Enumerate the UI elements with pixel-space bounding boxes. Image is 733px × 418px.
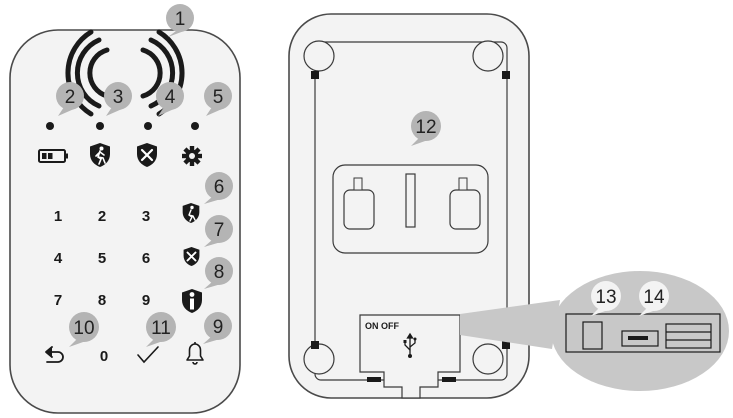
usb-port-detail <box>621 330 659 347</box>
key-1[interactable]: 1 <box>54 208 62 225</box>
battery-slot <box>405 173 416 228</box>
callout-10: 10 <box>69 312 99 347</box>
callout-3: 3 <box>104 82 132 116</box>
back-arrow-icon[interactable] <box>45 346 64 363</box>
screw-hole-top-left <box>303 40 335 72</box>
connector-detail <box>665 323 712 349</box>
battery-compartment <box>332 164 489 254</box>
disarm-key[interactable] <box>183 247 200 266</box>
plate-latches <box>311 71 510 382</box>
usb-port-contact <box>628 336 648 340</box>
callout-11: 11 <box>146 312 176 347</box>
led-arm <box>96 122 104 130</box>
svg-text:13: 13 <box>595 287 616 308</box>
svg-text:8: 8 <box>214 262 225 283</box>
svg-text:6: 6 <box>214 177 225 198</box>
svg-text:12: 12 <box>415 117 436 138</box>
key-8[interactable]: 8 <box>98 292 106 309</box>
callout-12: 12 <box>411 111 441 146</box>
checkmark-icon[interactable] <box>137 346 159 364</box>
callout-4: 4 <box>156 82 184 116</box>
svg-text:7: 7 <box>214 220 225 241</box>
battery-icon <box>38 149 68 163</box>
arm-home-key[interactable] <box>182 203 200 223</box>
callout-2: 2 <box>56 82 84 116</box>
svg-text:5: 5 <box>213 87 224 108</box>
callout-7: 7 <box>204 215 233 247</box>
usb-icon <box>403 332 417 358</box>
key-3[interactable]: 3 <box>142 208 150 225</box>
callout-14: 14 <box>639 281 669 316</box>
screw-hole-top-right <box>472 40 504 72</box>
screw-hole-bottom-right <box>472 343 504 375</box>
key-6[interactable]: 6 <box>142 250 150 267</box>
svg-text:2: 2 <box>65 87 76 108</box>
svg-text:4: 4 <box>165 87 176 108</box>
svg-text:11: 11 <box>151 318 171 339</box>
svg-text:9: 9 <box>213 317 224 338</box>
battery-clip-right-tab <box>458 177 468 191</box>
led-settings <box>191 122 199 130</box>
battery-clip-right <box>449 189 481 230</box>
callout-1: 1 <box>166 4 194 37</box>
back-panel: ON OFF <box>288 13 530 399</box>
magnifier-beam <box>460 300 560 349</box>
battery-clip-left-tab <box>353 177 363 191</box>
key-9[interactable]: 9 <box>142 292 150 309</box>
arm-away-icon <box>90 143 110 167</box>
led-disarm <box>144 122 152 130</box>
front-panel: 1 2 3 4 5 6 7 8 9 0 <box>9 29 241 414</box>
power-switch-detail <box>582 321 603 350</box>
front-casing <box>9 29 241 414</box>
key-4[interactable]: 4 <box>54 250 63 267</box>
callouts: 1 2 3 4 5 6 7 <box>56 4 669 347</box>
bell-icon[interactable] <box>186 342 204 365</box>
svg-text:10: 10 <box>73 318 94 339</box>
battery-clip-left <box>343 189 375 230</box>
key-0[interactable]: 0 <box>100 348 108 365</box>
disarm-icon <box>137 143 157 167</box>
callout-9: 9 <box>203 312 232 344</box>
key-7[interactable]: 7 <box>54 292 62 309</box>
svg-text:14: 14 <box>643 287 665 308</box>
callout-13: 13 <box>591 281 621 316</box>
key-5[interactable]: 5 <box>98 250 106 267</box>
callout-8: 8 <box>204 257 233 289</box>
callout-5: 5 <box>204 82 232 116</box>
on-off-label: ON OFF <box>365 321 399 331</box>
callout-6: 6 <box>204 172 233 204</box>
led-battery <box>46 122 54 130</box>
settings-gear-icon <box>182 146 202 166</box>
svg-text:3: 3 <box>113 87 124 108</box>
panic-key[interactable] <box>182 289 202 313</box>
key-2[interactable]: 2 <box>98 208 106 225</box>
svg-text:1: 1 <box>175 9 186 30</box>
